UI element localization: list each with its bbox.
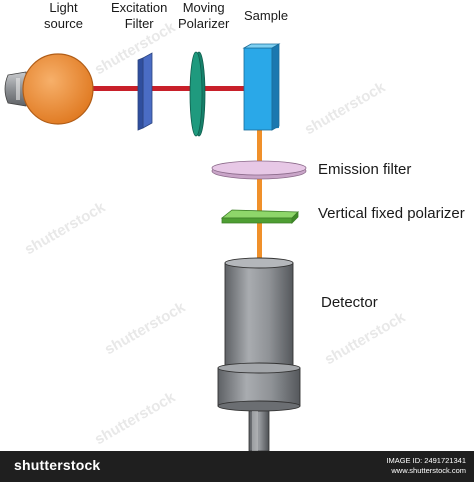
sample-label: Sample bbox=[244, 8, 289, 23]
vertical-polarizer-icon bbox=[220, 209, 299, 224]
sample-cuvette-icon bbox=[242, 43, 281, 131]
excitation-filter-label: Excitation Filter bbox=[111, 0, 168, 32]
light-source-bulb-icon bbox=[4, 53, 94, 125]
footer-bar: shutterstock IMAGE ID: 2491721341 www.sh… bbox=[0, 451, 474, 482]
image-id: IMAGE ID: 2491721341 bbox=[386, 456, 466, 465]
excitation-beam bbox=[88, 86, 246, 91]
site-url: www.shutterstock.com bbox=[391, 466, 466, 476]
excitation-filter-icon bbox=[137, 52, 153, 131]
detector-icon bbox=[217, 257, 301, 451]
brand-logo: shutterstock bbox=[14, 457, 101, 473]
image-credit: IMAGE ID: 2491721341 www.shutterstock.co… bbox=[386, 456, 466, 476]
moving-polarizer-icon bbox=[189, 51, 206, 137]
emission-beam bbox=[257, 128, 262, 268]
emission-filter-icon bbox=[211, 160, 307, 180]
detector-label: Detector bbox=[321, 294, 378, 311]
light-source-label: Light source bbox=[44, 0, 84, 32]
diagram-canvas bbox=[4, 43, 307, 451]
emission-filter-label: Emission filter bbox=[318, 161, 412, 178]
vertical-polarizer-label: Vertical fixed polarizer bbox=[318, 205, 465, 222]
moving-polarizer-label: Moving Polarizer bbox=[178, 0, 230, 32]
